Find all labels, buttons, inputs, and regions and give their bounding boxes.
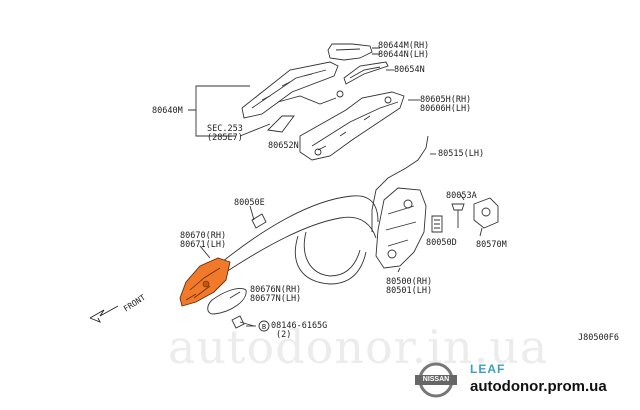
label-80515: 80515(LH) [438,149,485,159]
diagram-code: J80500F6 [578,333,619,343]
handle-rod [277,95,337,105]
svg-text:B: B [262,323,266,331]
outside-handle-part [241,61,339,119]
label-80644m: 80644M(RH) [378,41,430,51]
label-sec253-ref: (285E7) [207,133,243,143]
model-name: LEAF [470,362,506,376]
nissan-logo: NISSAN [414,360,458,400]
label-80606h: 80606H(LH) [420,104,472,114]
label-bolt: 08146-6165G [271,321,328,331]
label-80671: 80671(LH) [180,240,227,250]
gasket-part [343,61,389,85]
label-80640m: 80640M [152,106,183,116]
escutcheon-part [207,288,247,315]
label-80050e: 80050E [234,198,265,208]
label-80654n: 80654N [394,65,425,75]
label-80501: 80501(LH) [386,286,433,296]
inside-cable-lower [225,216,377,273]
label-80652n: 80652N [268,141,299,151]
label-80053a: 80053A [446,191,477,201]
label-80570m: 80570M [476,240,507,250]
site-link[interactable]: autodonor.prom.ua [470,378,607,395]
handle-cover-part [327,43,373,61]
label-80677n: 80677N(LH) [250,294,302,304]
handle-bracket-part [299,91,405,161]
label-80676n: 80676N(RH) [250,285,302,295]
label-sec253: SEC.253 [207,124,243,134]
lock-cable [371,135,429,232]
label-80670: 80670(RH) [180,231,227,241]
label-bolt-qty: (2) [276,330,292,340]
inside-handle-assembly [179,257,231,307]
striker-part [473,197,499,229]
cylinder-part [267,115,295,133]
logo-text: NISSAN [422,376,450,383]
label-80050d: 80050D [426,238,457,248]
watermark: autodonor.in.ua [168,320,549,374]
inside-cable-upper [221,195,379,263]
label-80644n: 80644N(LH) [378,50,430,60]
label-80605h: 80605H(RH) [420,95,472,105]
door-lock-actuator [375,187,427,269]
label-80500: 80500(RH) [386,277,433,287]
